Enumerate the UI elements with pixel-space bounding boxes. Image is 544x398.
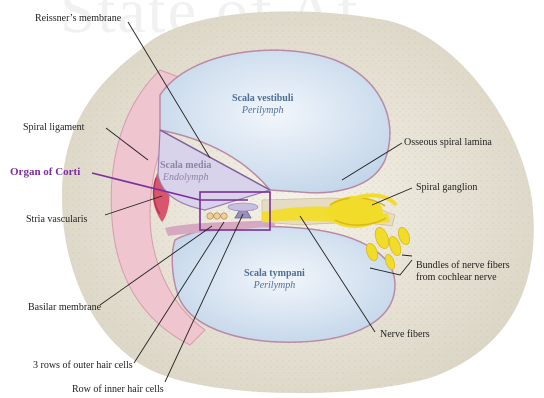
scala-vestibuli-label: Scala vestibuli Perilymph (232, 93, 293, 117)
label-nerve-bundles: Bundles of nerve fibers from cochlear ne… (416, 260, 510, 283)
scala-tympani-label: Scala tympani Perilymph (244, 268, 305, 292)
label-basilar-membrane: Basilar membrane (28, 302, 101, 314)
label-spiral-ligament: Spiral ligament (23, 122, 84, 134)
scala-media-label: Scala media Endolymph (160, 160, 211, 184)
label-inner-hair-cells: Row of inner hair cells (72, 384, 164, 396)
label-nerve-bundles-line2: from cochlear nerve (416, 272, 497, 283)
label-stria-vascularis: Stria vascularis (26, 214, 87, 226)
label-nerve-bundles-line1: Bundles of nerve fibers (416, 260, 510, 271)
label-outer-hair-cells: 3 rows of outer hair cells (33, 360, 133, 372)
label-spiral-ganglion: Spiral ganglion (416, 182, 477, 194)
label-nerve-fibers: Nerve fibers (380, 329, 430, 341)
label-reissners-membrane: Reissner’s membrane (35, 13, 121, 25)
label-osseous-spiral-lamina: Osseous spiral lamina (404, 137, 492, 149)
label-organ-of-corti: Organ of Corti (10, 166, 80, 179)
